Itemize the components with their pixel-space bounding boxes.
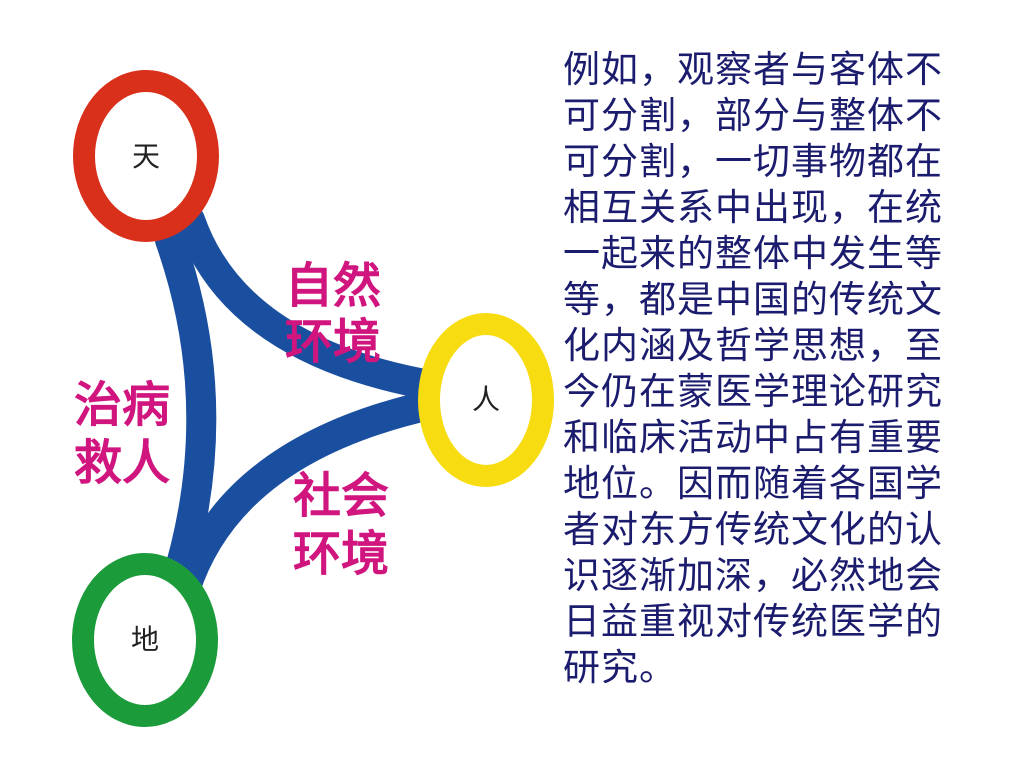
label-social-environment: 社会 环境 [293,468,389,582]
label-treat-disease: 治病 救人 [74,377,170,491]
earth-ring [72,553,218,727]
node-human: 人 [418,313,554,487]
edge-earth-human [170,390,445,605]
edge-heaven-human [175,205,445,400]
heaven-label: 天 [132,140,160,173]
edge-heaven-earth [155,225,217,600]
label-natural-environment-line-2: 环境 [285,314,381,370]
label-natural-environment-line-1: 自然 [285,258,381,314]
body-paragraph: 例如，观察者与客体不 可分割，部分与整体不 可分割，一切事物都在 相互关系中出现… [563,48,943,689]
label-treat-disease-line-1: 治病 [74,377,170,433]
heaven-earth-human-diagram: 天 人 地 自然 环境 社会 环境 治病 救人 [72,70,554,727]
heaven-ring [73,70,219,242]
node-heaven: 天 [73,70,219,242]
human-label: 人 [472,383,500,416]
earth-label: 地 [131,623,159,656]
label-social-environment-line-2: 环境 [293,526,389,582]
label-treat-disease-line-2: 救人 [74,435,170,491]
label-social-environment-line-1: 社会 [293,468,389,524]
human-ring [418,313,554,487]
label-natural-environment: 自然 环境 [285,258,381,370]
node-earth: 地 [72,553,218,727]
